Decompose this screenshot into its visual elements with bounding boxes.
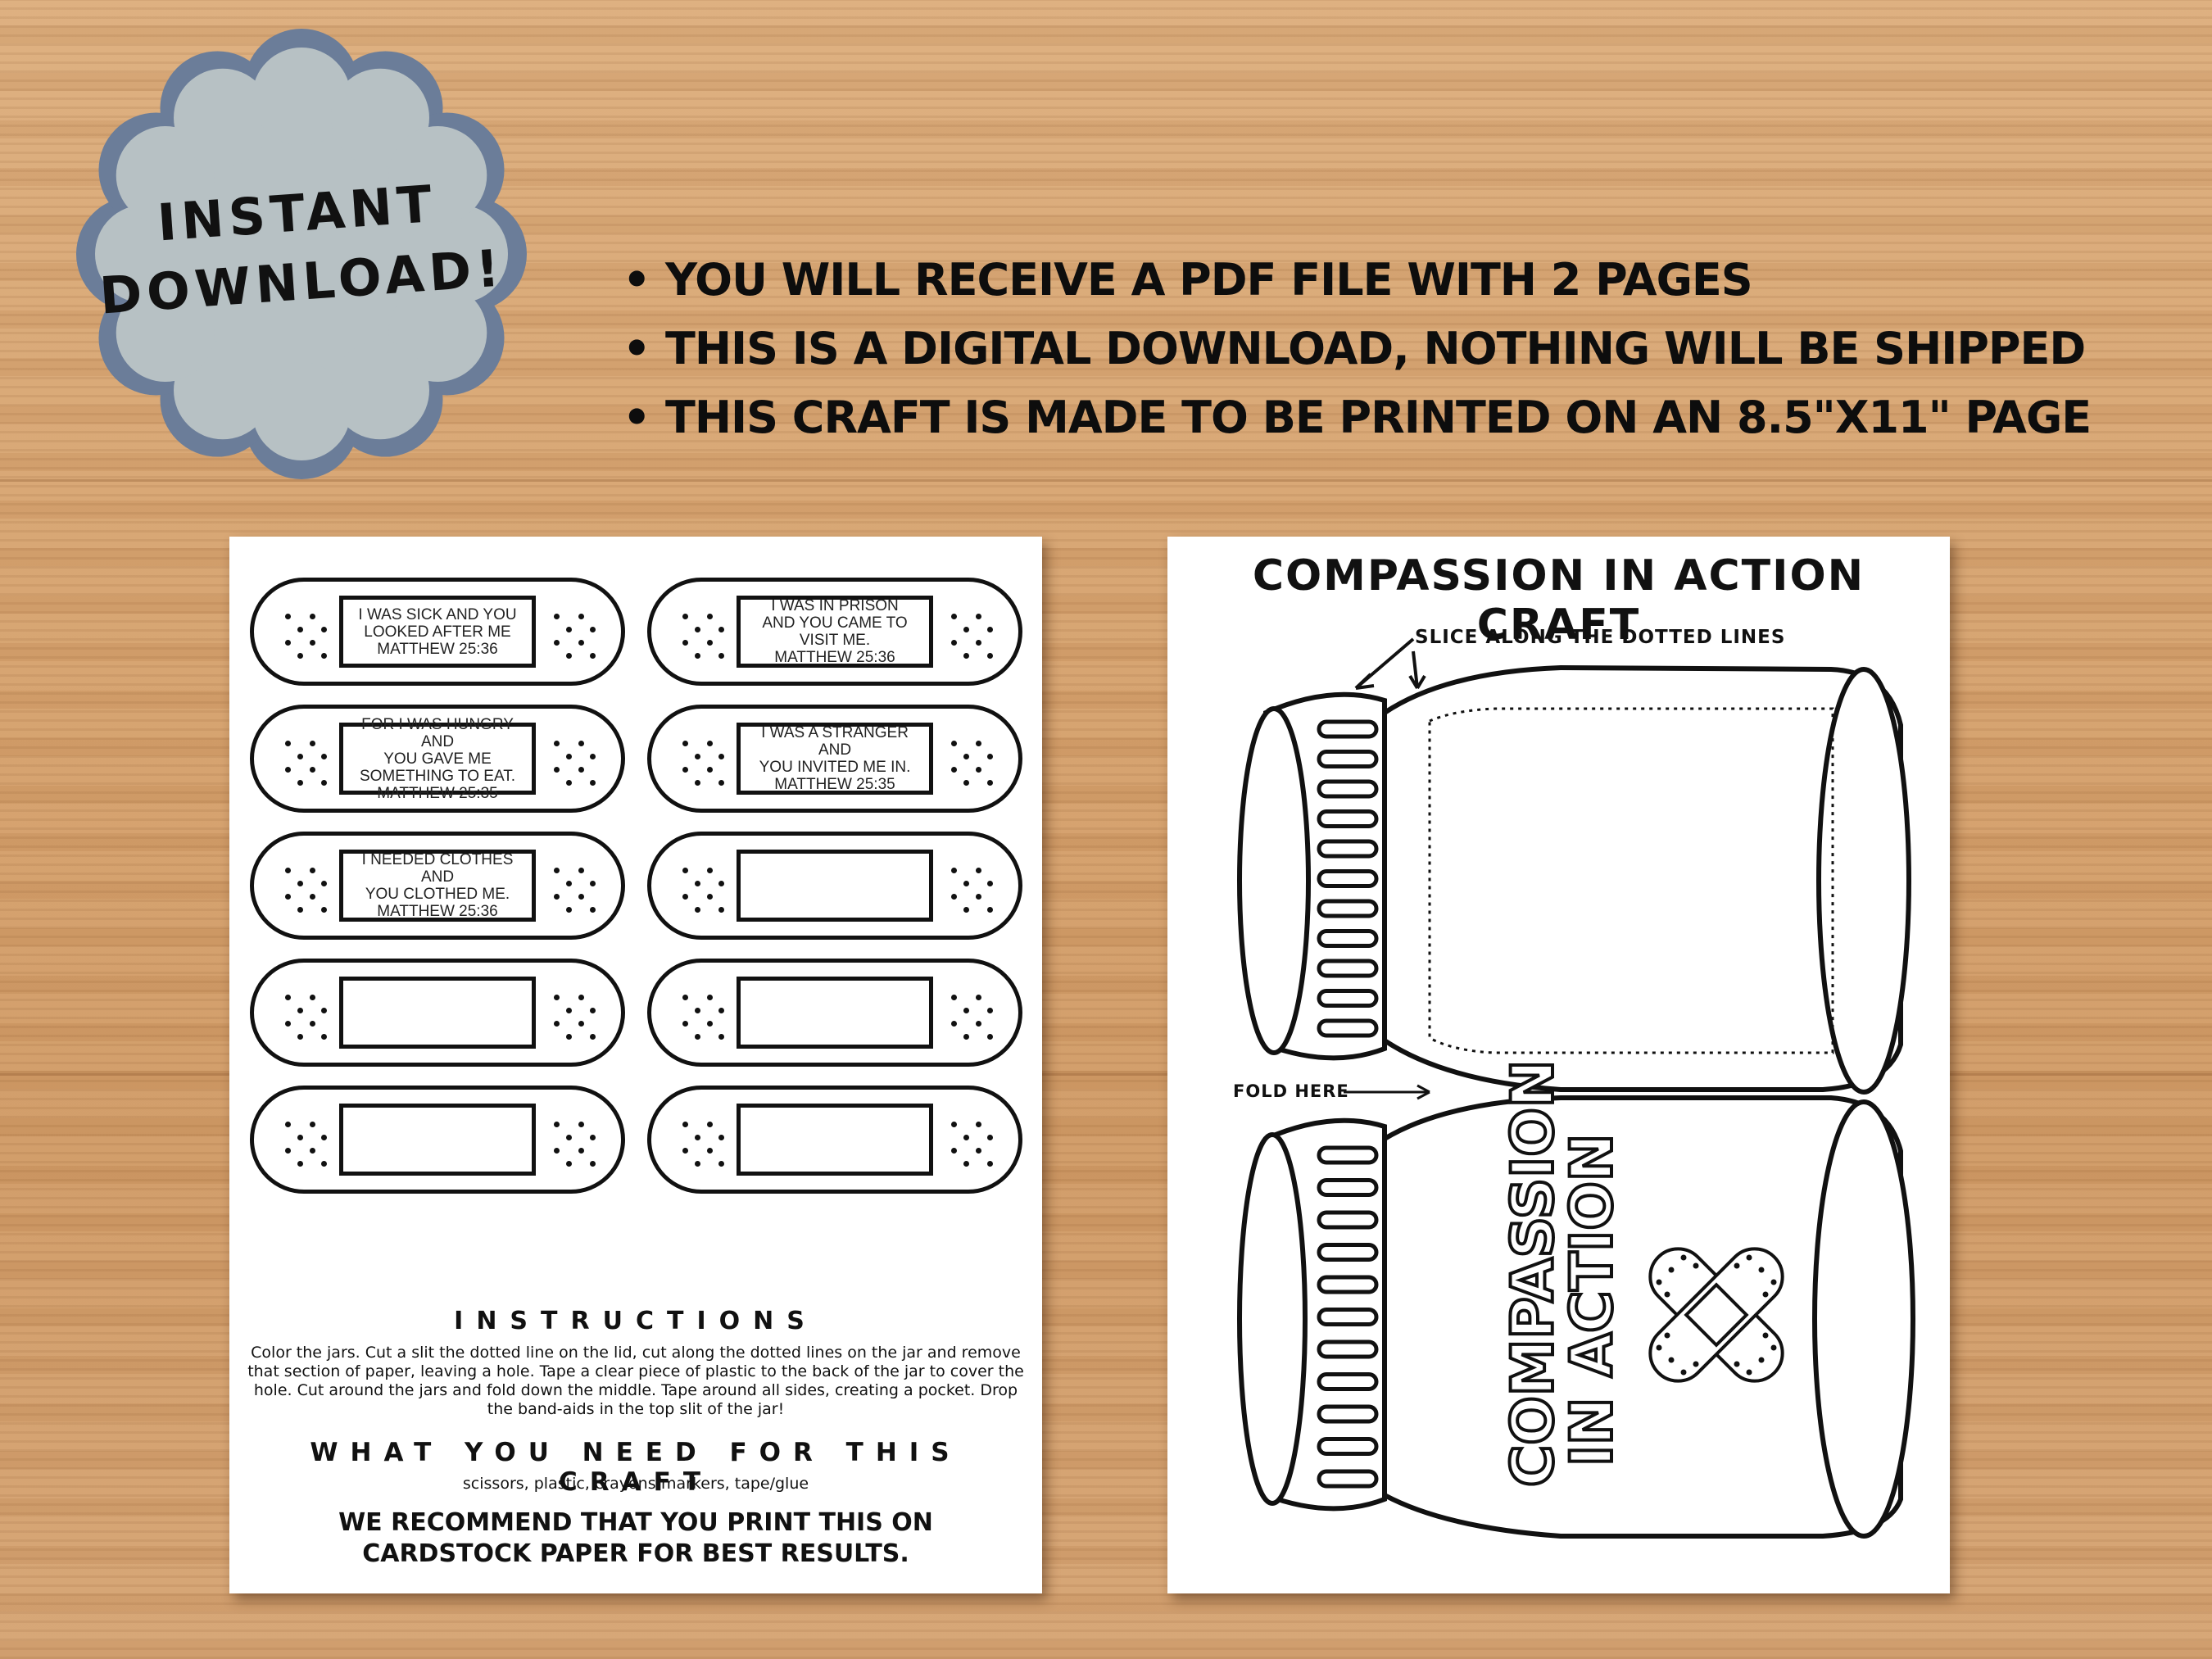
- bandaid-dots: [277, 990, 329, 1040]
- bandaid-dots: [674, 736, 727, 786]
- bandaid-card: I WAS SICK AND YOU LOOKED AFTER ME MATTH…: [250, 578, 625, 686]
- slice-arrow-head-icon: [1354, 673, 1375, 690]
- instructions-body: Color the jars. Cut a slit the dotted li…: [247, 1344, 1024, 1418]
- bullet-item: YOU WILL RECEIVE A PDF FILE WITH 2 PAGES: [623, 246, 2179, 315]
- bandaid-card: [250, 1086, 625, 1194]
- jar-label-text: COMPASSION IN ACTION: [1498, 1058, 1627, 1489]
- bandaid-verse-label: I WAS A STRANGER AND YOU INVITED ME IN. …: [737, 723, 933, 795]
- bandaid-dots: [277, 863, 329, 913]
- bandaid-printable-page: I WAS SICK AND YOU LOOKED AFTER ME MATTH…: [229, 537, 1042, 1593]
- print-recommendation: WE RECOMMEND THAT YOU PRINT THIS ON CARD…: [338, 1508, 933, 1568]
- wood-grain-line: [0, 1073, 2212, 1076]
- supplies-list: scissors, plastic, crayons/markers, tape…: [462, 1475, 809, 1493]
- bandaid-verse-label: FOR I WAS HUNGRY AND YOU GAVE ME SOMETHI…: [339, 716, 536, 802]
- jar-bottom-body: [1382, 1095, 1903, 1539]
- lid-ridges: [1317, 719, 1379, 1038]
- cut-window-dotted-line: [1428, 707, 1834, 1054]
- instant-download-badge: INSTANT DOWNLOAD!: [72, 25, 531, 483]
- supplies-title: WHAT YOU NEED FOR THIS CRAFT: [310, 1438, 962, 1497]
- jar-top-lid-face: [1237, 706, 1311, 1055]
- lid-ridges: [1317, 1145, 1379, 1489]
- bandaid-verse-label: [339, 977, 536, 1049]
- jar-craft-page: COMPASSION IN ACTION CRAFT SLICE ALONG T…: [1167, 537, 1950, 1593]
- bandaid-dots: [277, 1117, 329, 1167]
- bandaid-card: I WAS A STRANGER AND YOU INVITED ME IN. …: [647, 705, 1022, 813]
- bandaid-verse-label: [737, 850, 933, 922]
- bandaid-card: FOR I WAS HUNGRY AND YOU GAVE ME SOMETHI…: [250, 705, 625, 813]
- jar-top-bottom-rim: [1816, 667, 1911, 1095]
- slice-instruction-label: SLICE ALONG THE DOTTED LINES: [1415, 627, 1786, 648]
- instructions-title: INSTRUCTIONS: [454, 1307, 818, 1335]
- bandaid-dots: [546, 609, 598, 660]
- bandaid-card: [647, 959, 1022, 1067]
- bandaid-dots: [277, 736, 329, 786]
- jar-label-line-1: COMPASSION: [1499, 1060, 1566, 1487]
- bandaid-dots: [277, 609, 329, 660]
- bandaid-dots: [546, 863, 598, 913]
- fold-instruction-label: FOLD HERE: [1233, 1081, 1349, 1101]
- bandaid-dots: [943, 609, 995, 660]
- fold-arrow-head-icon: [1416, 1084, 1430, 1100]
- feature-bullet-list: YOU WILL RECEIVE A PDF FILE WITH 2 PAGES…: [623, 246, 2179, 452]
- bandaid-dots: [674, 863, 727, 913]
- bandaid-dots: [546, 736, 598, 786]
- bandaid-verse-label: I WAS SICK AND YOU LOOKED AFTER ME MATTH…: [339, 596, 536, 668]
- bandaid-card: I WAS IN PRISON AND YOU CAME TO VISIT ME…: [647, 578, 1022, 686]
- bandaid-dots: [943, 863, 995, 913]
- bandaid-verse-label: [737, 1104, 933, 1176]
- bandaid-verse-label: [737, 977, 933, 1049]
- bandaid-dots: [674, 990, 727, 1040]
- bandaid-dots: [943, 736, 995, 786]
- bandaid-verse-label: I WAS IN PRISON AND YOU CAME TO VISIT ME…: [737, 596, 933, 668]
- bandaid-dots: [674, 1117, 727, 1167]
- bandaid-dots: [674, 609, 727, 660]
- jar-outline-drawing: COMPASSION IN ACTION: [1237, 637, 1915, 1539]
- bandaid-card: [250, 959, 625, 1067]
- slice-arrow-head-icon: [1408, 674, 1426, 690]
- bandaid-verse-label: [339, 1104, 536, 1176]
- bandaid-dots: [943, 990, 995, 1040]
- jar-label-line-2: IN ACTION: [1558, 1134, 1625, 1466]
- jar-top-body: [1382, 664, 1903, 1092]
- bandaid-dots: [546, 1117, 598, 1167]
- bandaid-card: I NEEDED CLOTHES AND YOU CLOTHED ME. MAT…: [250, 832, 625, 940]
- jar-bottom-lid-face: [1237, 1132, 1308, 1506]
- crossed-bandaids-icon: [1648, 1247, 1784, 1383]
- bandaid-card: [647, 832, 1022, 940]
- jar-bottom-rim: [1812, 1099, 1915, 1539]
- bullet-item: THIS CRAFT IS MADE TO BE PRINTED ON AN 8…: [623, 383, 2179, 452]
- wood-grain-line: [0, 479, 2212, 482]
- bandaid-verse-label: I NEEDED CLOTHES AND YOU CLOTHED ME. MAT…: [339, 850, 536, 922]
- slice-arrow-icon: [1412, 650, 1419, 689]
- bandaid-dots: [546, 990, 598, 1040]
- bandaid-card: [647, 1086, 1022, 1194]
- bullet-item: THIS IS A DIGITAL DOWNLOAD, NOTHING WILL…: [623, 315, 2179, 383]
- craft-title: COMPASSION IN ACTION CRAFT: [1252, 551, 1865, 650]
- scalloped-badge-shape: [76, 29, 527, 479]
- bandaid-dots: [943, 1117, 995, 1167]
